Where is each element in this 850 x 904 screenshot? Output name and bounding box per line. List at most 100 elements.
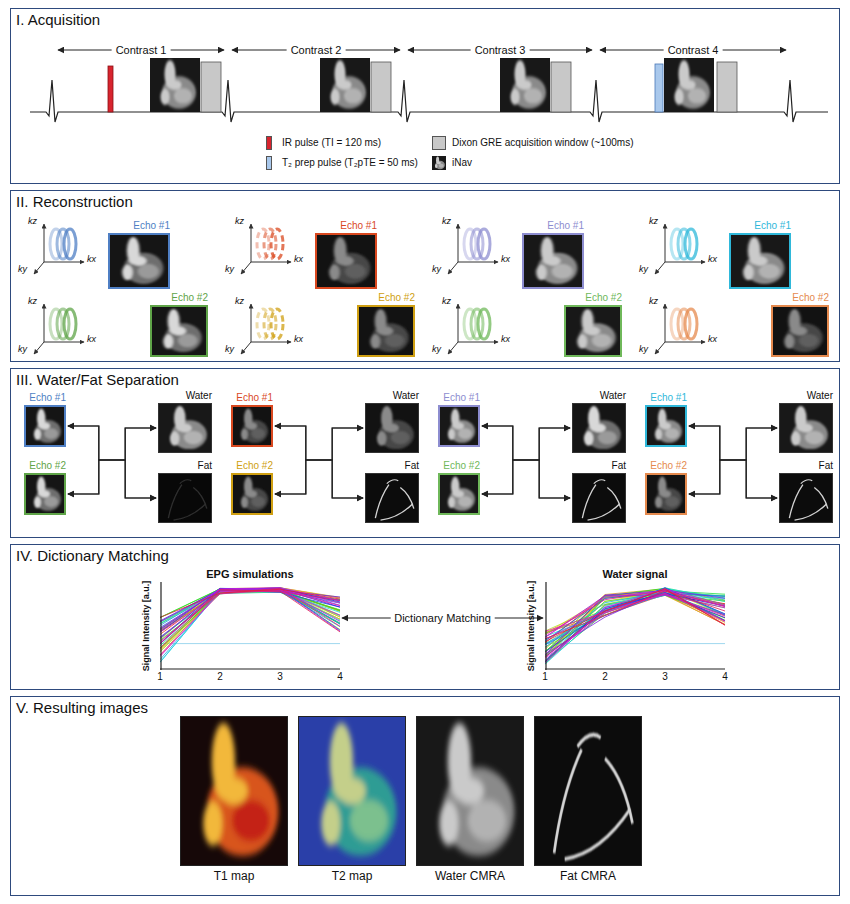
axis-label: kx xyxy=(708,254,717,265)
image-label: Echo #2 xyxy=(771,292,829,304)
inav-image xyxy=(664,58,714,112)
image-box: Echo #2 xyxy=(771,292,829,357)
axis xyxy=(34,342,44,354)
image-box: Echo #2 xyxy=(24,460,66,515)
image-label: Fat xyxy=(365,460,419,472)
axis xyxy=(241,262,251,274)
image-box: Echo #1 xyxy=(231,392,273,447)
t2prep-pulse xyxy=(655,64,663,112)
connector xyxy=(275,460,363,498)
axis xyxy=(665,342,705,343)
result-image xyxy=(298,716,406,866)
axis xyxy=(251,262,291,263)
image-frame xyxy=(438,405,480,447)
connector xyxy=(275,426,363,498)
image-box: Echo #1 xyxy=(108,220,170,289)
scan-image xyxy=(359,307,413,355)
image-box: Echo #2 xyxy=(231,460,273,515)
axis-label: kz xyxy=(649,216,658,227)
connector xyxy=(689,426,777,498)
image-label: Echo #2 xyxy=(438,460,480,472)
axis-label: kz xyxy=(442,216,451,227)
axis xyxy=(44,224,45,262)
axis-label: kx xyxy=(708,334,717,345)
edge-label: Dictionary Matching xyxy=(390,611,495,625)
axis xyxy=(458,304,459,342)
connector xyxy=(482,460,570,498)
kspace-icons xyxy=(34,224,705,354)
scan-image xyxy=(159,404,211,452)
image-frame xyxy=(231,473,273,515)
section-panel: V. Resulting imagesT1 mapT2 mapWater CMR… xyxy=(10,696,840,896)
scan-image xyxy=(152,307,206,355)
axis xyxy=(34,262,44,274)
image-box: Echo #1 xyxy=(438,392,480,447)
image-frame xyxy=(158,473,212,523)
legend-text: T₂ prep pulse (T₂pTE = 50 ms) xyxy=(282,156,418,170)
kspace-shell xyxy=(64,309,76,339)
image-caption: T1 map xyxy=(180,868,288,884)
section-panel: I. Acquisition xyxy=(10,8,840,184)
axis xyxy=(44,342,84,343)
axis xyxy=(251,224,252,262)
kspace-shell xyxy=(478,309,490,339)
tick-label: 1 xyxy=(542,671,548,683)
image-box: Echo #1 xyxy=(24,392,66,447)
result-image xyxy=(180,716,288,866)
axis xyxy=(44,262,84,263)
dixon-windows xyxy=(201,62,737,112)
image-frame xyxy=(357,305,415,357)
image-label: Echo #2 xyxy=(645,460,687,472)
contrast-label: Contrast 1 xyxy=(112,43,171,57)
axis xyxy=(241,342,251,354)
inav-image xyxy=(500,58,550,112)
axis-label: ky xyxy=(432,344,441,355)
axis-label: kx xyxy=(294,254,303,265)
connector xyxy=(275,428,363,494)
axis-label: kz xyxy=(28,296,37,307)
image-box: Echo #2 xyxy=(564,292,622,357)
legend-text: Dixon GRE acquisition window (~100ms) xyxy=(452,136,633,150)
image-box: Fat xyxy=(779,460,833,523)
scan-image xyxy=(664,58,714,112)
axis-label: kx xyxy=(501,334,510,345)
axis xyxy=(251,304,252,342)
image-frame xyxy=(231,405,273,447)
axis-label: ky xyxy=(225,344,234,355)
connector xyxy=(689,426,777,460)
image-caption: Fat CMRA xyxy=(534,868,642,884)
scan-image xyxy=(773,307,827,355)
image-frame xyxy=(365,473,419,523)
image-frame xyxy=(572,473,626,523)
image-label: Echo #2 xyxy=(231,460,273,472)
axis-label: ky xyxy=(225,264,234,275)
tick-label: 2 xyxy=(602,671,608,683)
section-heading: IV. Dictionary Matching xyxy=(16,547,169,565)
scan-image xyxy=(181,717,287,865)
contrast-label: Contrast 3 xyxy=(471,43,530,57)
axis-label: ky xyxy=(18,344,27,355)
axis-label: kx xyxy=(501,254,510,265)
axis xyxy=(448,262,458,274)
image-label: Echo #1 xyxy=(729,220,791,232)
scan-image xyxy=(780,404,832,452)
image-label: Echo #1 xyxy=(438,392,480,404)
image-box: Echo #1 xyxy=(315,220,377,289)
section-heading: III. Water/Fat Separation xyxy=(16,371,179,389)
kspace-shell xyxy=(478,229,490,259)
image-label: Echo #1 xyxy=(315,220,377,232)
connector xyxy=(689,460,777,498)
connector xyxy=(482,426,570,460)
axis xyxy=(655,342,665,354)
image-frame xyxy=(572,403,626,453)
tick-label: 4 xyxy=(337,671,343,683)
tick-label: 1 xyxy=(157,671,163,683)
connector xyxy=(68,428,156,494)
scan-image xyxy=(535,717,641,865)
scan-image xyxy=(524,235,582,287)
image-caption: Water CMRA xyxy=(416,868,524,884)
image-label: Echo #1 xyxy=(108,220,170,232)
image-label: Fat xyxy=(572,460,626,472)
scan-image xyxy=(647,407,685,445)
image-label: Echo #1 xyxy=(522,220,584,232)
